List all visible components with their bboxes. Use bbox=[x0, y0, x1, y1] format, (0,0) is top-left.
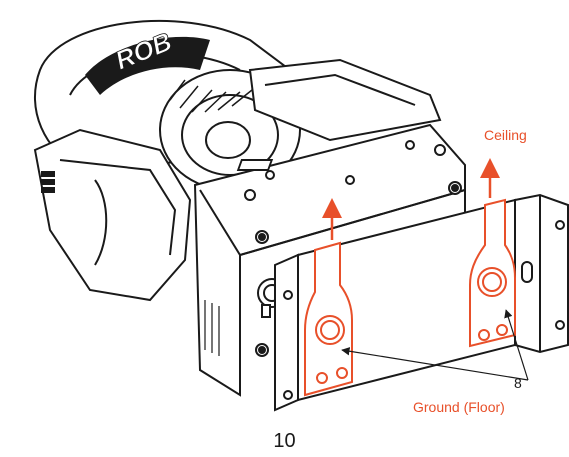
slot-plate-ceiling bbox=[469, 198, 516, 348]
leader-to-ground-plate bbox=[341, 347, 529, 381]
callout-leaders bbox=[341, 309, 529, 381]
mounting-bracket-illustration: ROB bbox=[33, 19, 569, 412]
logo-band: ROB bbox=[85, 26, 210, 95]
label-ground: Ground (Floor) bbox=[413, 399, 505, 415]
label-ceiling: Ceiling bbox=[484, 127, 527, 143]
direction-arrows bbox=[322, 158, 500, 240]
leader-to-ceiling-plate bbox=[504, 309, 529, 381]
fixture-base bbox=[193, 123, 466, 397]
yoke-arm bbox=[33, 128, 192, 302]
slot-plate-ground bbox=[304, 241, 353, 397]
yoke-handle bbox=[248, 58, 442, 142]
bracket-right-flange bbox=[514, 193, 569, 354]
bracket-left-flange bbox=[274, 253, 299, 412]
callout-number: 8 bbox=[514, 375, 522, 391]
page-number: 10 bbox=[273, 430, 296, 452]
